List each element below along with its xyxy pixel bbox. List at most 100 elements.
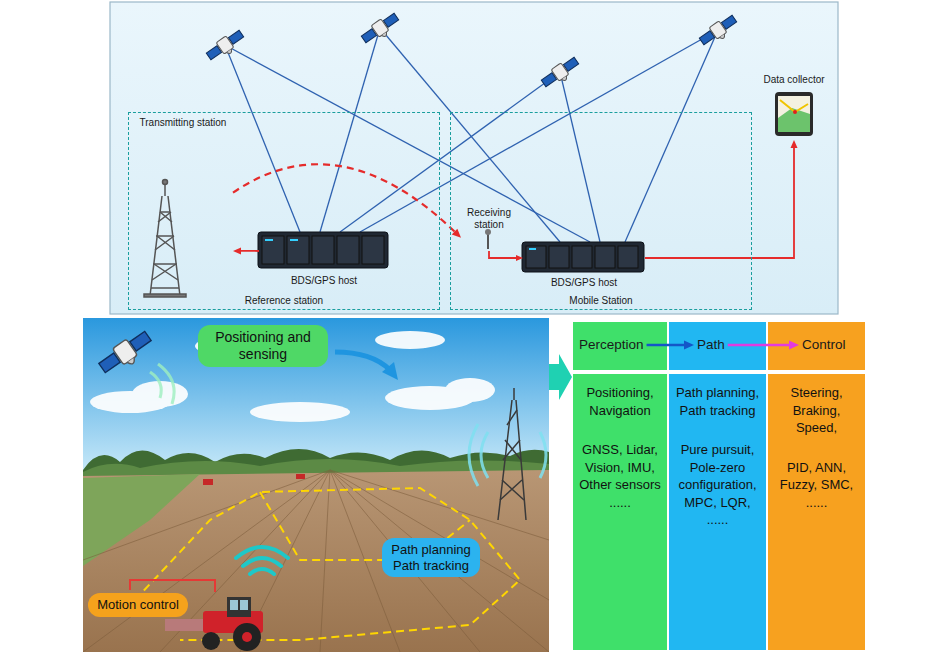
station-region: Mobile StationReceiving stationBDS/GPS h… (450, 112, 752, 310)
data-collector: Data collector (758, 74, 830, 140)
arrowhead (789, 341, 799, 350)
gnss-host-icon (526, 246, 546, 268)
satellite-icon (540, 55, 583, 92)
column-header: Control (799, 337, 849, 353)
wifi-symbol (250, 569, 274, 574)
tablet-icon (780, 100, 808, 112)
header-text: Path (697, 337, 725, 353)
top-panel (110, 2, 838, 314)
antenna-label: Receiving station (461, 207, 517, 231)
tractor (165, 619, 203, 631)
column-header: Path (694, 337, 728, 353)
tower-icon (152, 212, 178, 280)
satellite-link (560, 72, 600, 242)
farm-photo (83, 318, 549, 652)
station-region: Reference station Transmitting stationBDS… (128, 112, 440, 310)
satellite-link (225, 45, 300, 232)
device-label: Data collector (763, 74, 824, 86)
antenna-icon (487, 233, 489, 249)
tower-icon (164, 184, 166, 196)
cell-body: GNSS, Lidar, Vision, IMU, Other sensors … (576, 441, 664, 511)
gnss-host-icon (287, 236, 309, 264)
flow-arrow (335, 352, 390, 370)
tractor (233, 623, 261, 651)
satellite-icon (360, 11, 403, 48)
field (330, 470, 549, 540)
satellite-icon (205, 28, 248, 65)
flow-arrow (549, 354, 572, 400)
callout-label: Positioning and sensing (198, 325, 328, 367)
tractor (203, 479, 213, 485)
cell-body: Pure pursuit, Pole-zero configuration, M… (672, 441, 763, 529)
wifi-symbol (236, 547, 288, 558)
gnss-host-icon (595, 246, 615, 268)
satellite-icon (698, 13, 741, 50)
tablet-icon (793, 110, 797, 114)
gnss-host: BDS/GPS host (259, 233, 389, 287)
tractor (227, 597, 251, 617)
host-label: BDS/GPS host (551, 277, 617, 289)
flow-arrow (382, 362, 398, 380)
field (83, 470, 549, 652)
connector-line (645, 146, 794, 258)
cloud (445, 378, 495, 402)
connector-line (728, 344, 792, 347)
signal-wave (469, 424, 546, 486)
gnss-host-icon (312, 236, 334, 264)
column-header: Perception (576, 337, 647, 353)
leader-line (130, 580, 215, 592)
arrowhead (452, 229, 461, 238)
connector (489, 251, 523, 261)
field (83, 470, 549, 652)
connector-line (239, 250, 259, 252)
gnss-host-icon (618, 246, 638, 268)
field (330, 470, 549, 600)
satellite-link (320, 28, 380, 232)
cell-heading: Positioning, Navigation (576, 384, 664, 419)
tractor (240, 600, 248, 610)
satellite-link (360, 30, 718, 232)
tractor (202, 632, 220, 650)
tower-icon (163, 180, 168, 185)
satellite-link (225, 28, 718, 242)
connector-line (647, 344, 687, 347)
tower-icon (513, 388, 515, 400)
callout-label: Motion control (88, 593, 188, 617)
table-cell: Steering, Braking, Speed,PID, ANN, Fuzzy… (768, 374, 865, 650)
field (83, 474, 200, 566)
satellite-link (625, 30, 718, 242)
field (83, 470, 330, 652)
gnss-host-icon (262, 236, 284, 264)
gnss-host-icon (362, 236, 384, 264)
transmitting-tower: Transmitting station (133, 117, 233, 297)
tower-label: Transmitting station (140, 117, 227, 129)
connector (645, 140, 798, 258)
gnss-host-icon (522, 242, 644, 272)
field (83, 470, 330, 560)
tablet-icon (775, 92, 813, 136)
connector-line (489, 251, 518, 258)
callout-text: Positioning and sensing (204, 329, 322, 363)
arrowhead (684, 341, 694, 350)
cloud (375, 331, 445, 349)
gnss-host-icon (572, 246, 592, 268)
antenna-icon (485, 229, 491, 249)
callout-label: Path planning Path tracking (382, 538, 480, 577)
signal-wave (469, 424, 478, 486)
gnss-host-icon (290, 239, 298, 241)
gnss-host-icon (522, 242, 644, 272)
wifi-symbol (236, 547, 288, 574)
region-label: Reference station (245, 295, 323, 307)
tractor (203, 474, 305, 485)
cell-body: PID, ANN, Fuzzy, SMC, ...... (771, 459, 862, 512)
tower-icon (144, 294, 186, 297)
table-cell: Positioning, NavigationGNSS, Lidar, Visi… (573, 374, 667, 650)
tower-icon (150, 196, 180, 296)
satellite-icon (96, 328, 156, 380)
callout-text: Motion control (97, 597, 179, 613)
signal-wave (158, 364, 174, 404)
tractor (242, 632, 252, 642)
arrowhead (516, 255, 523, 261)
tower-icon (151, 212, 179, 288)
